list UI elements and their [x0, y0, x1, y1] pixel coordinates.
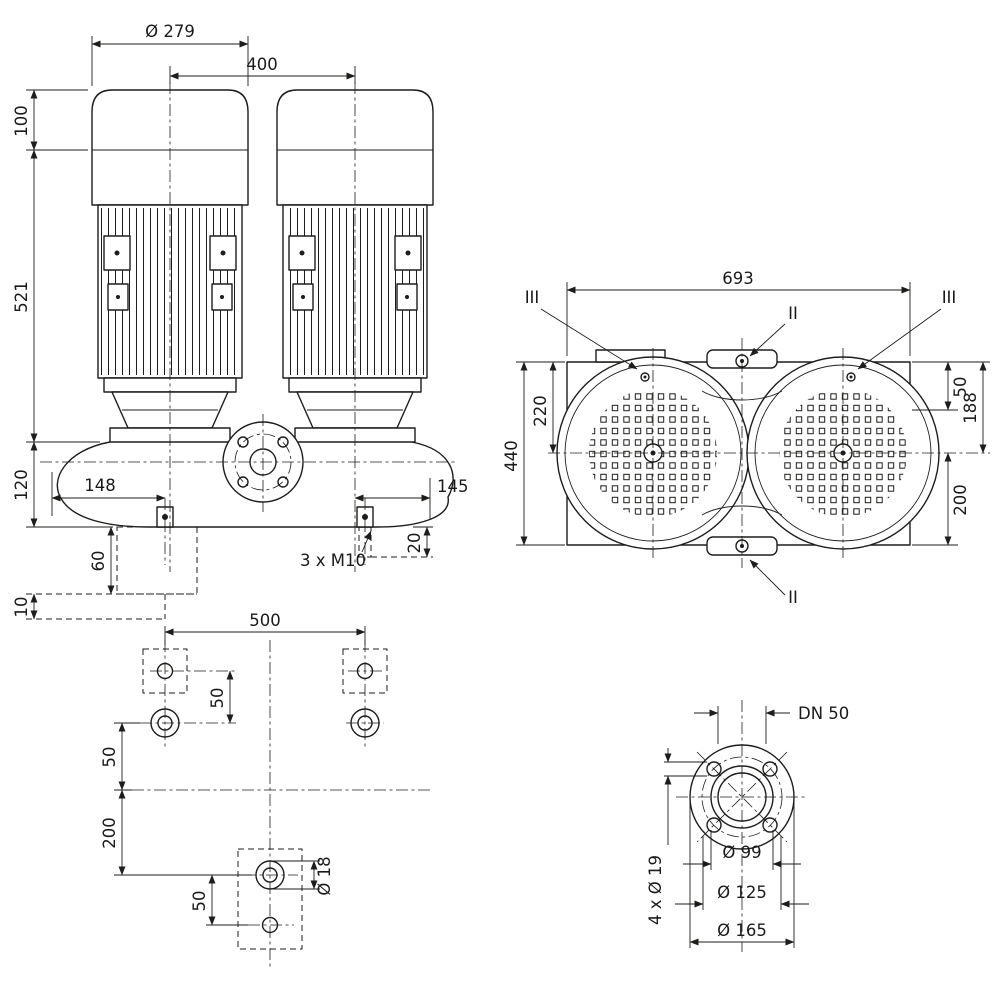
dim-top-200-label: 200 [951, 484, 970, 516]
dim-foundation-200-label: 200 [100, 817, 119, 849]
dim-flange-dn50-label: DN 50 [798, 704, 849, 723]
foundation-view: 500 50 50 200 50 Ø 18 [100, 611, 432, 968]
section-marker-top: II [749, 304, 798, 357]
dim-front-dia-279-label: Ø 279 [145, 22, 195, 41]
dim-top-440: 440 [502, 361, 565, 546]
dim-foundation-500: 500 [164, 611, 366, 645]
note-bolts-m10: 3 x M10 [300, 530, 372, 570]
dim-front-10: 10 [12, 593, 38, 620]
dim-foundation-50-bottom-label: 50 [190, 891, 209, 912]
dim-front-dia-279: Ø 279 [91, 22, 249, 86]
dim-front-120-label: 120 [12, 469, 31, 501]
dim-flange-bolt-holes: 4 x Ø 19 [646, 748, 707, 925]
dim-foundation-50-bottom: 50 [190, 874, 248, 926]
dim-top-220: 220 [531, 361, 557, 454]
dim-front-521-label: 521 [12, 281, 31, 313]
dim-top-50: 50 [912, 361, 990, 411]
dim-front-521: 521 [12, 149, 100, 443]
dim-front-60: 60 [89, 526, 115, 595]
dim-front-400: 400 [169, 55, 356, 84]
dim-flange-165: Ø 165 [689, 800, 795, 948]
bolt-group-left [140, 640, 236, 748]
dim-front-100-label: 100 [12, 105, 31, 137]
dim-flange-125-label: Ø 125 [717, 883, 767, 902]
dim-front-20-label: 20 [405, 533, 424, 554]
dim-top-440-label: 440 [502, 440, 521, 472]
dim-top-220-label: 220 [531, 395, 550, 427]
dim-foundation-50-pair-label: 50 [208, 688, 227, 709]
dim-flange-99-label: Ø 99 [722, 843, 761, 862]
dim-flange-125: Ø 125 [675, 836, 809, 910]
dim-foundation-50-pair: 50 [208, 670, 234, 724]
dim-front-100: 100 [12, 89, 88, 151]
bolt-group-right [342, 640, 388, 748]
top-view: 693 440 220 50 188 200 [502, 269, 990, 607]
dim-top-50-label: 50 [951, 377, 970, 398]
note-bolts-m10-label: 3 x M10 [300, 551, 366, 570]
dim-foundation-dia-18-label: Ø 18 [315, 856, 334, 895]
dim-front-148-label: 148 [84, 476, 116, 495]
front-view: Ø 279 400 100 521 120 148 [12, 22, 469, 620]
dim-front-20: 20 [405, 526, 433, 558]
dim-foundation-dia-18: Ø 18 [272, 856, 334, 896]
dim-front-400-label: 400 [246, 55, 278, 74]
dim-foundation-50-left-label: 50 [100, 747, 119, 768]
section-marker-left-label: III [525, 288, 540, 307]
dim-foundation-200: 200 [100, 789, 252, 876]
section-marker-right-label: III [942, 288, 957, 307]
dim-foundation-50-left: 50 [100, 722, 140, 791]
section-marker-right: III [857, 288, 957, 370]
anchor-stud-left [156, 506, 174, 528]
dim-foundation-500-label: 500 [249, 611, 281, 630]
top-centerlines [548, 338, 990, 568]
dim-flange-165-label: Ø 165 [717, 921, 767, 940]
dim-front-120: 120 [12, 441, 113, 528]
dim-flange-99: Ø 99 [683, 830, 801, 870]
flange-centerlines [676, 700, 808, 952]
foundation-centerlines [132, 640, 432, 968]
section-marker-left: III [525, 288, 638, 370]
foundation-outline [26, 526, 433, 620]
dim-flange-dn50: DN 50 [694, 704, 849, 744]
flange-view: DN 50 Ø 99 Ø 125 Ø 165 [646, 700, 849, 952]
dim-top-693: 693 [566, 269, 911, 356]
dim-top-200: 200 [912, 452, 970, 546]
dim-front-60-label: 60 [89, 551, 108, 572]
dim-top-693-label: 693 [722, 269, 754, 288]
dim-top-188: 188 [961, 361, 987, 454]
dim-top-188-label: 188 [961, 392, 980, 424]
dim-front-145-label: 145 [437, 477, 469, 496]
dim-front-148: 148 [51, 472, 166, 516]
section-marker-top-label: II [788, 304, 798, 323]
dim-front-10-label: 10 [12, 597, 31, 618]
section-marker-bottom: II [749, 559, 798, 607]
front-centerlines [40, 82, 458, 572]
dim-flange-bolt-holes-label: 4 x Ø 19 [646, 855, 665, 925]
section-marker-bottom-label: II [788, 588, 798, 607]
dim-front-145: 145 [354, 477, 469, 520]
